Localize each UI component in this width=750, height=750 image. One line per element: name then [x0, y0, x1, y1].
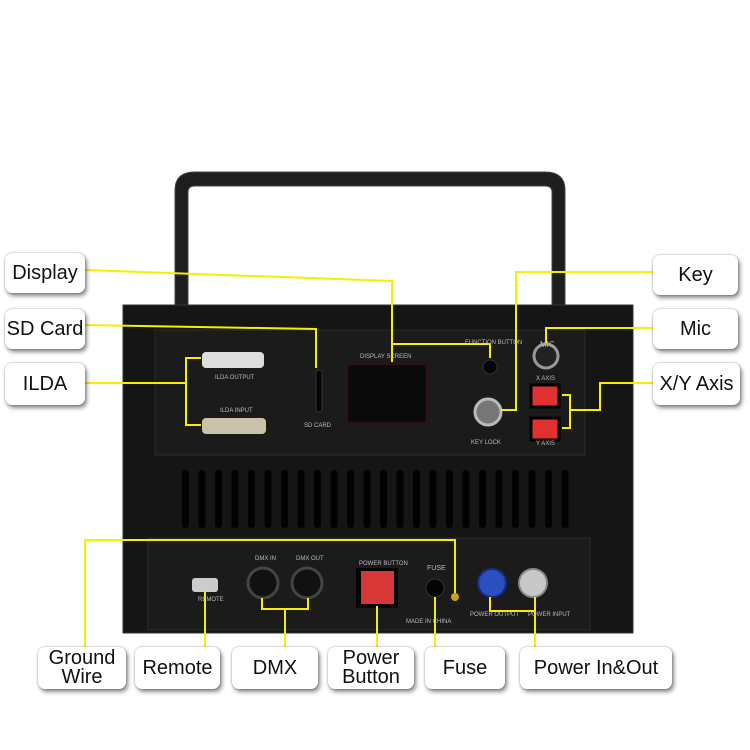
label-mic: Mic [653, 309, 738, 349]
vent-slot [215, 470, 222, 528]
label-dmx: DMX [232, 647, 318, 689]
fuse-holder [425, 578, 445, 598]
vent-slot [198, 470, 206, 528]
vent-slot [281, 470, 288, 528]
label-remote: Remote [135, 647, 220, 689]
vent-slot [380, 470, 387, 528]
vent-slot [231, 470, 239, 528]
x-axis-text: X AXIS [536, 376, 556, 382]
label-power-in-out: Power In&Out [520, 647, 672, 689]
vent-slot [297, 470, 305, 528]
ilda-output-text: ILDA OUTPUT [215, 375, 255, 381]
power-output-text: POWER OUTPUT [470, 612, 519, 618]
mic-jack [532, 342, 560, 370]
function-button-text: FUNCTION BUTTON [465, 340, 523, 346]
vent-slot [429, 470, 437, 528]
vent-slot [182, 470, 189, 528]
label-ground-wire: Ground Wire [38, 647, 126, 689]
dmx-in-text: DMX IN [255, 556, 276, 562]
ground-screw [451, 593, 459, 601]
remote-text: REMOTE [198, 597, 224, 603]
vent-slot [545, 470, 552, 528]
power-output-connector [477, 568, 507, 598]
ilda-output-connector [202, 352, 264, 368]
dmx-out-connector [290, 566, 324, 600]
vent-slot [462, 470, 470, 528]
vent-slot [363, 470, 371, 528]
power-button-text: POWER BUTTON [359, 561, 408, 567]
vent-slot [479, 470, 486, 528]
x-axis-switch [529, 383, 561, 409]
ilda-input-text: ILDA INPUT [220, 408, 253, 414]
label-key: Key [653, 255, 738, 295]
vent-slot [330, 470, 338, 528]
sd-card-text: SD CARD [304, 423, 332, 429]
remote-connector [192, 578, 218, 592]
y-axis-text: Y AXIS [536, 441, 555, 447]
display-screen [347, 364, 427, 423]
mic-text: MIC [540, 340, 555, 349]
vent-slot [248, 470, 255, 528]
function-button [482, 359, 498, 375]
made-in-text: MADE IN CHINA [406, 619, 452, 625]
label-xy-axis: X/Y Axis [653, 363, 740, 405]
label-power-button: Power Button [328, 647, 414, 689]
power-input-connector [518, 568, 548, 598]
y-axis-switch [529, 416, 561, 442]
sd-card-slot [315, 369, 323, 413]
key-lock [473, 397, 503, 427]
display-screen-text: DISPLAY SCREEN [360, 354, 412, 360]
label-sd-card: SD Card [5, 309, 85, 349]
vent-slot [264, 470, 272, 528]
vent-slot [347, 470, 354, 528]
fuse-text: FUSE [427, 565, 446, 572]
label-fuse: Fuse [425, 647, 505, 689]
vent-slot [446, 470, 453, 528]
vent-slot [512, 470, 519, 528]
dmx-out-text: DMX OUT [296, 556, 324, 562]
label-display: Display [5, 253, 85, 293]
callout-lines [84, 269, 653, 648]
vent-slot [561, 470, 569, 528]
dmx-in-connector [246, 566, 280, 600]
label-ilda: ILDA [5, 363, 85, 405]
vent-slot [495, 470, 503, 528]
vent-slots [182, 470, 569, 528]
vent-slot [528, 470, 536, 528]
ilda-input-connector [202, 418, 266, 434]
vent-slot [314, 470, 321, 528]
key-lock-text: KEY LOCK [471, 440, 501, 446]
vent-slot [396, 470, 404, 528]
power-input-text: POWER INPUT [528, 612, 571, 618]
handle [174, 171, 566, 311]
vent-slot [413, 470, 420, 528]
